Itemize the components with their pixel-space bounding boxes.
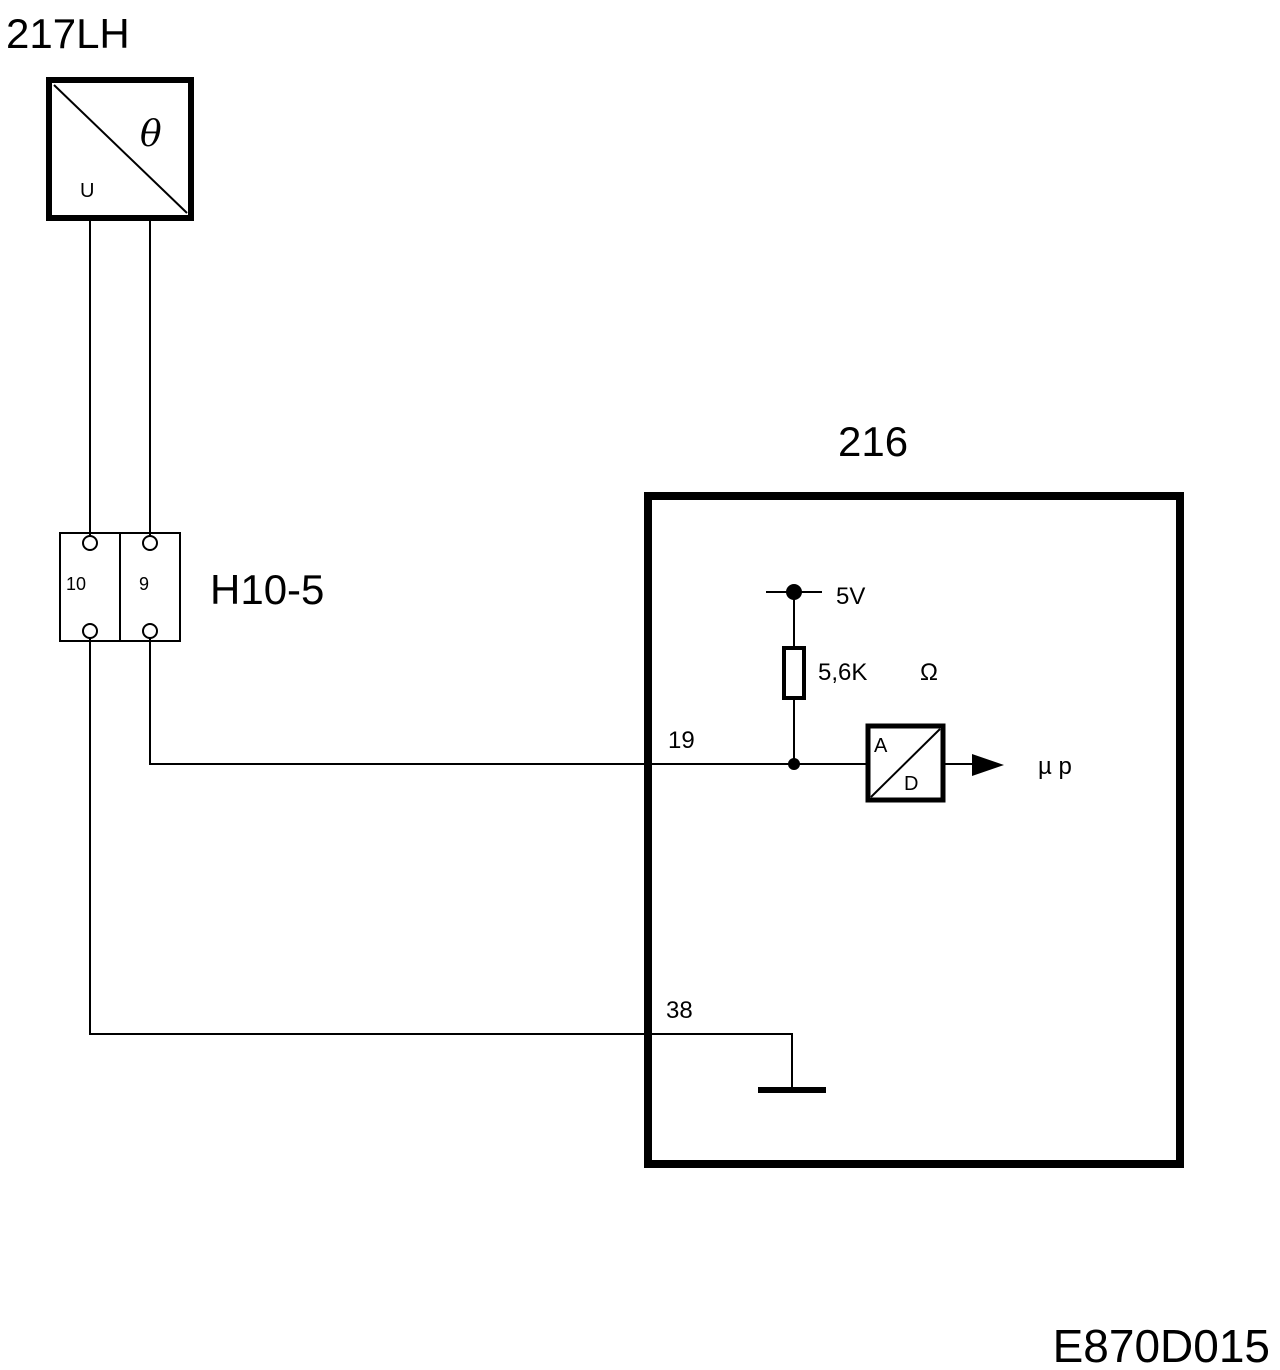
wire-signal [149, 638, 648, 765]
temperature-sensor: θ U [46, 77, 194, 221]
sensor-label: 217LH [6, 10, 130, 57]
supply-voltage-label: 5V [836, 583, 865, 610]
connector-pin-10-label: 10 [66, 574, 86, 594]
pullup-resistor [782, 646, 806, 700]
microprocessor-label: µ p [1038, 753, 1072, 780]
arrow-icon [972, 754, 1004, 776]
pin10-top-terminal [82, 535, 98, 551]
adc-output-label: D [904, 773, 918, 795]
adc-input-label: A [874, 735, 888, 757]
wire-internal-ground [648, 1033, 793, 1088]
pin9-bottom-terminal [142, 623, 158, 639]
resistor-unit-label: Ω [920, 659, 938, 686]
ecu-box [644, 492, 1184, 1168]
sensor-voltage-symbol: U [80, 180, 94, 202]
connector-label: H10-5 [210, 566, 324, 613]
junction-node [788, 758, 800, 770]
drawing-code: E870D015 [1053, 1320, 1270, 1370]
pin9-top-terminal [142, 535, 158, 551]
connector-h10-5: 10 9 [59, 532, 181, 642]
connector-pin-9-label: 9 [139, 574, 149, 594]
pin10-bottom-terminal [82, 623, 98, 639]
ecu-pin-19-label: 19 [668, 727, 695, 754]
sensor-theta-symbol: θ [140, 114, 162, 155]
resistor-value-label: 5,6K [818, 659, 867, 686]
ecu-pin-38-label: 38 [666, 997, 693, 1024]
wire-ground [89, 638, 648, 1035]
ecu-label: 216 [838, 418, 908, 465]
ad-converter: A D [865, 723, 946, 803]
